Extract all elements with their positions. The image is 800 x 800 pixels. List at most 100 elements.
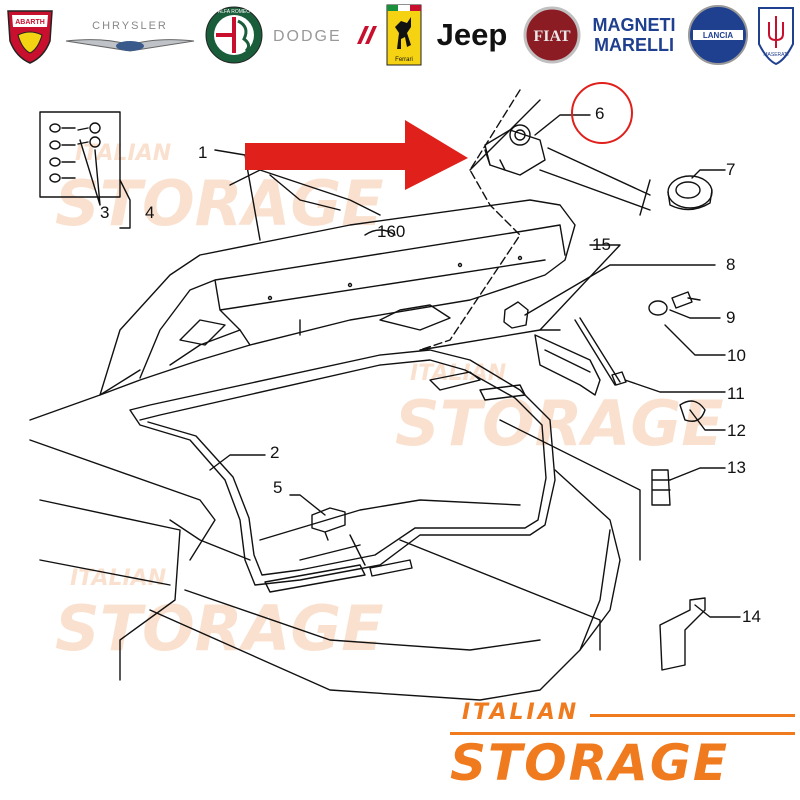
callout-9: 9 (726, 308, 735, 327)
leader-12 (689, 409, 726, 431)
construction-line (419, 89, 521, 351)
svg-text:ALFA ROMEO: ALFA ROMEO (218, 9, 250, 15)
washer-part-10 (648, 300, 668, 316)
abarth-logo: ABARTH (2, 4, 58, 66)
callout-3: 3 (100, 203, 109, 222)
trunk-lid-inner (139, 224, 566, 379)
callout-12: 12 (727, 421, 746, 440)
leader-latch (499, 419, 641, 561)
svg-text:CHRYSLER: CHRYSLER (92, 20, 168, 32)
leader-3 (79, 139, 101, 206)
leader-7 (691, 169, 726, 179)
bump-stop-part-8 (503, 301, 529, 329)
watermark-low-line1: ITALIAN (70, 566, 166, 591)
callout-8: 8 (726, 255, 735, 274)
bolt-part-9 (671, 291, 701, 309)
callout-2: 2 (270, 443, 279, 462)
jeep-logo: Jeep (436, 17, 508, 52)
part-label-160: 160 (377, 222, 405, 241)
trunk-seal (129, 349, 556, 586)
callout-11: 11 (727, 384, 745, 403)
key-set-frame (39, 111, 121, 198)
car-body-rear-panel (169, 519, 541, 651)
trunk-seal-inner (139, 359, 547, 576)
logo-rule-bottom (450, 732, 795, 735)
highlight-circle (571, 82, 633, 144)
dodge-logo: DODGE (270, 4, 380, 66)
buffer-part-13 (651, 469, 671, 506)
logo-line-storage: STORAGE (450, 734, 730, 792)
bracket-part-14 (659, 597, 706, 671)
trunk-lid-lock-mount (364, 229, 396, 236)
leader-15 (539, 244, 621, 331)
trunk-latch-plate (429, 371, 526, 401)
svg-text:DODGE: DODGE (273, 28, 342, 45)
callout-14: 14 (742, 607, 761, 626)
lancia-logo: LANCIA (686, 4, 750, 66)
svg-text:Ferrari: Ferrari (395, 57, 413, 63)
grommet-part-7 (667, 175, 713, 211)
logo-rule-top (590, 714, 795, 717)
watermark-group: ITALIAN STORAGE ITALIAN STORAGE ITALIAN … (55, 141, 724, 665)
leader-6b (539, 147, 651, 211)
trunk-lid (99, 199, 576, 396)
callout-13: 13 (727, 458, 746, 477)
hinge-part-15 (534, 334, 601, 396)
maserati-logo: MASERATI (754, 4, 798, 66)
leader-9 (669, 309, 721, 319)
trunk-floor (259, 499, 521, 561)
clip-part-11 (611, 371, 627, 386)
leader-10 (664, 324, 726, 356)
leader-strip (349, 534, 366, 566)
callout-15: 15 (592, 235, 611, 254)
callout-1: 1 (198, 143, 207, 162)
car-body-bumper (149, 529, 611, 701)
highlight-arrow (245, 120, 468, 190)
leader-seal (399, 329, 601, 651)
lock-cylinder-part-6 (484, 124, 546, 176)
leader-2 (209, 454, 266, 471)
gas-strut (574, 317, 621, 386)
latch-part-5 (311, 507, 346, 541)
callouts: 1 2 3 4 5 6 7 8 9 10 11 12 13 14 15 (100, 104, 761, 626)
italian-storage-logo: ITALIAN STORAGE (450, 700, 795, 795)
trunk-bottom-strip (264, 559, 413, 593)
svg-text:LANCIA: LANCIA (703, 31, 733, 40)
leader-6 (534, 114, 591, 136)
svg-text:ABARTH: ABARTH (15, 19, 45, 26)
chrysler-logo: CHRYSLER (62, 4, 197, 66)
callout-7: 7 (726, 160, 735, 179)
trunk-lid-holes (267, 295, 273, 301)
leader-11 (624, 379, 726, 393)
callout-5: 5 (273, 478, 282, 497)
trunk-lid-rib (179, 304, 451, 346)
leader-13 (669, 467, 726, 481)
car-body-left-side (39, 499, 181, 681)
callout-6: 6 (595, 104, 604, 123)
construction-line-2 (469, 99, 651, 216)
leader-4 (119, 179, 131, 229)
car-body-right-side (554, 469, 621, 651)
leader-8 (524, 264, 716, 316)
car-body-rear-window (229, 169, 381, 216)
key-set (49, 122, 101, 183)
fiat-logo: FIAT (522, 4, 582, 66)
watermark-top-line1: ITALIAN (75, 141, 171, 166)
watermark-mid-line1: ITALIAN (410, 361, 506, 386)
watermark-low-line2: STORAGE (55, 592, 384, 665)
ferrari-logo: Ferrari (384, 4, 424, 66)
callout-4: 4 (145, 203, 154, 222)
brand-logo-bar: ABARTH CHRYSLER ALFA ROMEO DODGE Ferrari (0, 0, 800, 72)
watermark-top-line2: STORAGE (55, 167, 384, 240)
clip-part-12 (679, 400, 706, 422)
svg-text:FIAT: FIAT (533, 28, 570, 45)
leader-14 (694, 604, 741, 618)
svg-text:MASERATI: MASERATI (763, 52, 788, 58)
magneti-marelli-logo: MAGNETI MARELLI (592, 15, 676, 55)
watermark-mid-line2: STORAGE (395, 387, 724, 460)
logo-line-italian: ITALIAN (462, 700, 580, 725)
leader-5 (289, 494, 326, 516)
alfa-romeo-logo: ALFA ROMEO (203, 4, 265, 66)
callout-10: 10 (727, 346, 746, 365)
